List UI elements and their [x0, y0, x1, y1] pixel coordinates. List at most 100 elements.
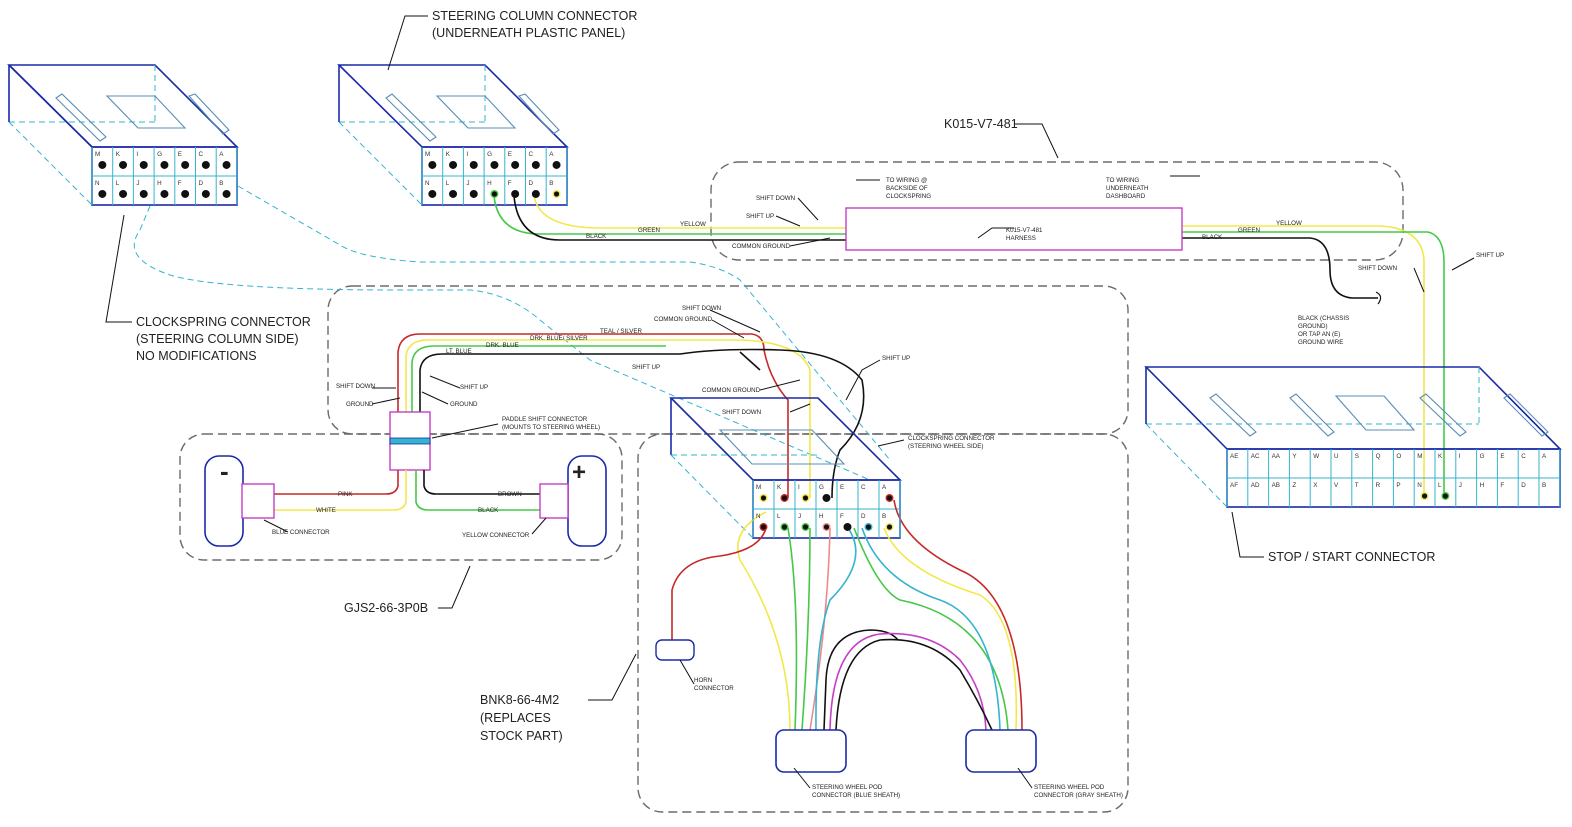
pin-label: E	[508, 151, 512, 158]
pin-label: H	[157, 180, 162, 187]
clockspring-subtitle: (STEERING COLUMN SIDE)	[136, 332, 299, 346]
clockspring-title: CLOCKSPRING CONNECTOR	[136, 315, 311, 329]
pin-label: S	[1355, 453, 1359, 460]
pin-dot	[780, 493, 789, 502]
pin-dot	[552, 160, 561, 169]
pin-dot	[139, 160, 148, 169]
pin-label: AA	[1272, 453, 1281, 460]
svg-text:SHIFT DOWN: SHIFT DOWN	[1358, 265, 1397, 272]
pin-dot	[160, 189, 169, 198]
svg-text:COMMON GROUND: COMMON GROUND	[702, 387, 761, 394]
svg-text:CONNECTOR (BLUE SHEATH): CONNECTOR (BLUE SHEATH)	[812, 792, 900, 799]
svg-text:SHIFT DOWN: SHIFT DOWN	[336, 383, 375, 390]
pin-dot	[885, 493, 894, 502]
svg-text:K015-V7-481: K015-V7-481	[1006, 227, 1043, 234]
pin-dot	[469, 189, 478, 198]
svg-text:GROUND): GROUND)	[1298, 323, 1328, 330]
hidden-route-1	[237, 185, 891, 461]
svg-text:CONNECTOR (GRAY SHEATH): CONNECTOR (GRAY SHEATH)	[1034, 792, 1123, 799]
k015-harness-group	[710, 161, 1404, 261]
plus-symbol: +	[572, 459, 586, 486]
pin-label: G	[1480, 453, 1485, 460]
pin-label: U	[1334, 453, 1339, 460]
svg-text:DRK. BLUE: DRK. BLUE	[486, 342, 519, 349]
pin-dot	[469, 160, 478, 169]
svg-text:WHITE: WHITE	[316, 507, 336, 514]
svg-text:COMMON GROUND: COMMON GROUND	[732, 243, 791, 250]
svg-text:CONNECTOR: CONNECTOR	[694, 685, 734, 692]
leader-lines	[105, 15, 1475, 789]
svg-text:SHIFT UP: SHIFT UP	[460, 384, 488, 391]
svg-text:SHIFT DOWN: SHIFT DOWN	[756, 195, 795, 202]
svg-text:SHIFT DOWN: SHIFT DOWN	[682, 305, 721, 312]
bnk8-note-1: (REPLACES	[480, 711, 551, 725]
pin-dot	[222, 160, 231, 169]
pin-label: B	[882, 513, 886, 520]
pin-label: H	[1480, 482, 1485, 489]
pin-dot	[139, 189, 148, 198]
pin-label: C	[861, 484, 866, 491]
pin-label: T	[1355, 482, 1359, 489]
pin-label: M	[95, 151, 100, 158]
paddle-harness-wires	[389, 333, 865, 499]
pin-label: Y	[1292, 453, 1297, 460]
harness-labels: TO WIRING @ BACKSIDE OF CLOCKSPRING TO W…	[586, 177, 1504, 346]
pin-dot	[181, 189, 190, 198]
pin-dot	[531, 160, 540, 169]
pin-label: I	[136, 151, 138, 158]
pin-dot	[511, 160, 520, 169]
callout-texts: STEERING COLUMN CONNECTOR (UNDERNEATH PL…	[136, 9, 1435, 743]
pod-connector-gray	[965, 729, 1037, 773]
pin-label: AF	[1230, 482, 1238, 489]
svg-text:SHIFT UP: SHIFT UP	[746, 213, 774, 220]
pin-label: A	[549, 151, 554, 158]
steering-column-title: STEERING COLUMN CONNECTOR	[432, 9, 637, 23]
svg-text:HARNESS: HARNESS	[1006, 235, 1036, 242]
svg-text:GROUND WIRE: GROUND WIRE	[1298, 339, 1343, 346]
pin-label: E	[1500, 453, 1504, 460]
pin-label: A	[882, 484, 887, 491]
pin-label: J	[1459, 482, 1462, 489]
svg-text:YELLOW: YELLOW	[1276, 220, 1302, 227]
pin-dot	[822, 493, 831, 502]
pin-dot	[490, 160, 499, 169]
svg-text:SHIFT UP: SHIFT UP	[632, 364, 660, 371]
pin-dot	[449, 160, 458, 169]
pin-dot	[181, 160, 190, 169]
pin-label: O	[1396, 453, 1401, 460]
svg-text:TEAL / SILVER: TEAL / SILVER	[600, 328, 642, 335]
pin-label: C	[529, 151, 534, 158]
pin-dot	[1441, 491, 1450, 500]
svg-text:BLACK (CHASSIS: BLACK (CHASSIS	[1298, 315, 1349, 322]
pin-label: E	[178, 151, 182, 158]
pin-dot	[801, 493, 810, 502]
pin-label: AE	[1230, 453, 1238, 460]
svg-text:DASHBOARD: DASHBOARD	[1106, 193, 1146, 200]
svg-text:PINK: PINK	[338, 491, 353, 498]
svg-text:GROUND: GROUND	[346, 401, 374, 408]
pin-label: L	[116, 180, 120, 187]
svg-text:STEERING WHEEL POD: STEERING WHEEL POD	[1034, 784, 1105, 791]
pin-dot	[759, 493, 768, 502]
pin-label: B	[549, 180, 553, 187]
horn-connector	[655, 639, 695, 661]
pin-label: G	[487, 151, 492, 158]
pin-label: D	[529, 180, 534, 187]
pin-label: J	[798, 513, 801, 520]
bnk8-label: BNK8-66-4M2	[480, 693, 559, 707]
svg-text:CLOCKSPRING: CLOCKSPRING	[886, 193, 931, 200]
pin-label: L	[1438, 482, 1442, 489]
paddle-switch-group	[204, 455, 607, 547]
svg-text:UNDERNEATH: UNDERNEATH	[1106, 185, 1149, 192]
pin-label: K	[116, 151, 121, 158]
k015-harness-wires	[493, 195, 1445, 498]
svg-text:TO WIRING @: TO WIRING @	[886, 177, 927, 184]
svg-text:(STEERING WHEEL SIDE): (STEERING WHEEL SIDE)	[908, 443, 983, 450]
pin-label: AB	[1272, 482, 1280, 489]
pin-label: N	[1417, 482, 1422, 489]
bnk8-clockspring-group	[637, 433, 1129, 813]
pin-dot	[98, 189, 107, 198]
